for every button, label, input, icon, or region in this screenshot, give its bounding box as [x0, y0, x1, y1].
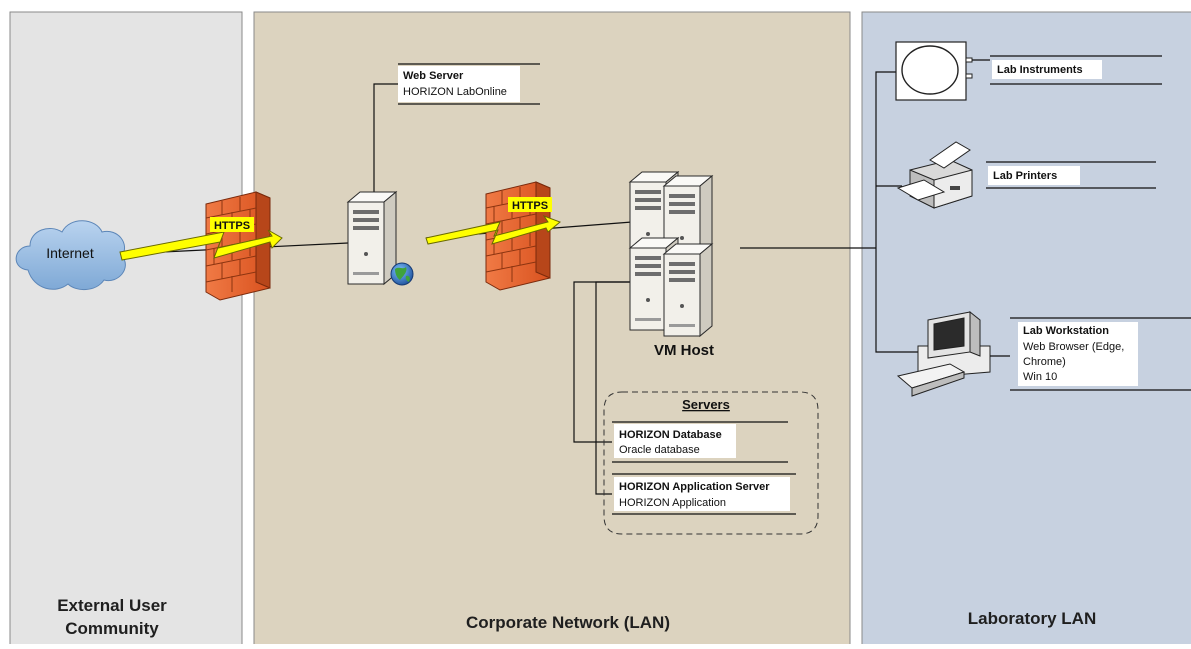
link-webserver-label: [373, 83, 398, 204]
database-label-box: [614, 424, 736, 458]
https-label-right: HTTPS: [512, 200, 548, 212]
vm-host-label: VM Host: [654, 342, 714, 359]
lab-workstation-line-3: Win 10: [1023, 371, 1057, 383]
zone-title-corporate: Corporate Network (LAN): [466, 613, 670, 632]
zone-external-user-community: [9, 11, 243, 649]
web-server-subtitle: HORIZON LabOnline: [403, 86, 507, 98]
internet-label: Internet: [46, 245, 94, 261]
globe-icon: [390, 262, 414, 286]
https-tag-right: [508, 197, 552, 212]
lab-workstation-label-box: [1018, 322, 1138, 386]
workstation-icon: [896, 310, 991, 397]
application-server-title: HORIZON Application Server: [619, 481, 770, 493]
lightning-bolt-icon: [119, 229, 283, 261]
servers-group-boundary: [603, 391, 819, 535]
lab-instrument-icon: [895, 41, 973, 101]
lab-printers-title: Lab Printers: [993, 170, 1057, 182]
https-tag-left: [210, 217, 254, 232]
lab-workstation-line-2: Chrome): [1023, 356, 1066, 368]
lab-instruments-title: Lab Instruments: [997, 64, 1083, 76]
database-title: HORIZON Database: [619, 429, 722, 441]
lab-workstation-title: Lab Workstation: [1023, 325, 1109, 337]
zone-title-laboratory: Laboratory LAN: [968, 609, 1096, 628]
lab-printers-label-box: [988, 166, 1080, 185]
server-cluster-icon: [629, 171, 713, 337]
printer-icon: [896, 141, 973, 209]
cloud-icon: [15, 220, 126, 290]
application-server-subtitle: HORIZON Application: [619, 497, 726, 509]
zone-title-external-line2: Community: [65, 619, 159, 638]
zone-corporate-network: [253, 11, 851, 649]
web-server-icon: [347, 191, 397, 285]
lab-bus: [875, 71, 922, 353]
web-server-label-box: [398, 66, 520, 102]
application-server-label-box: [614, 477, 790, 511]
web-server-title: Web Server: [403, 70, 464, 82]
lab-instruments-label-box: [992, 60, 1102, 79]
https-label-left: HTTPS: [214, 220, 250, 232]
lab-workstation-line-1: Web Browser (Edge,: [1023, 341, 1124, 353]
database-subtitle: Oracle database: [619, 444, 700, 456]
servers-group-title: Servers: [682, 397, 730, 412]
zone-title-external-line1: External User: [57, 596, 167, 615]
lightning-bolt-icon: [425, 214, 561, 245]
web-server: [347, 191, 414, 286]
